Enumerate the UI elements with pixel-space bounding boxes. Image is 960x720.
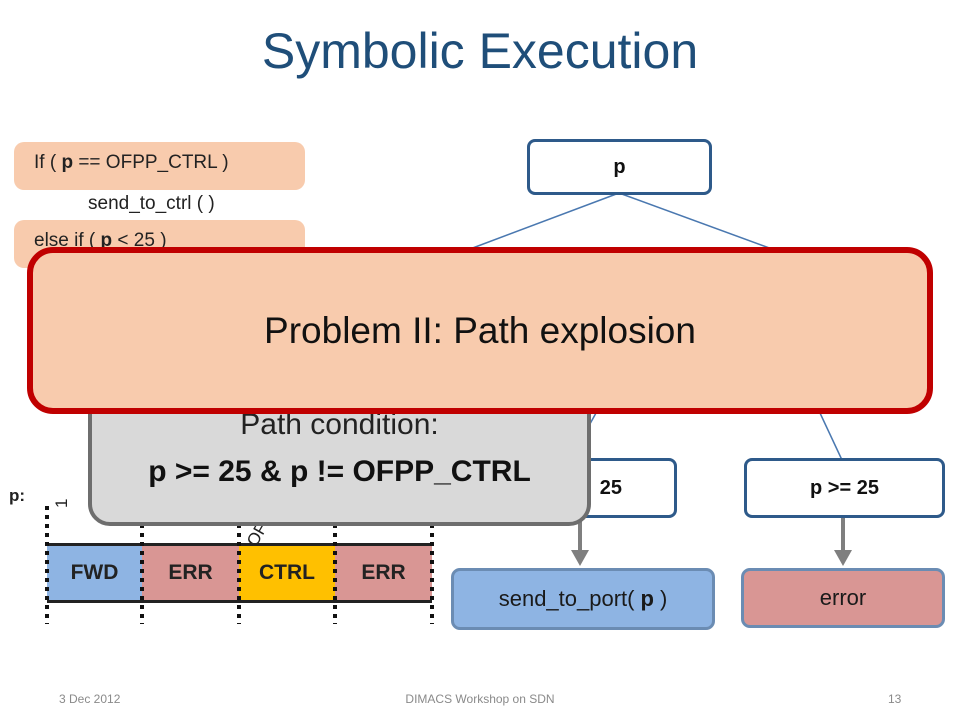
banner-text: Problem II: Path explosion [264,309,696,351]
code-text: < 25 ) [112,230,167,251]
tree-right-node: p >= 25 [744,458,945,518]
leaf-text: send_to_port( [498,586,635,611]
code-line-if: If ( p == OFPP_CTRL ) [14,142,305,190]
leaf-text: ) [659,586,668,611]
port-segment-err-high: ERR [335,543,432,603]
leaf-var: p [640,586,654,611]
tree-mid-label: 25 [599,476,622,499]
port-segment-fwd: FWD [47,543,142,603]
leaf-error-label: error [819,585,867,610]
port-segment-ctrl: CTRL [239,543,335,603]
leaf-error: error [741,568,945,628]
tree-root-node: p [527,139,712,195]
port-map-label: p: [9,486,26,505]
code-text: If ( [34,152,62,173]
code-text: == OFPP_CTRL ) [73,152,229,173]
footer-page-number: 13 [888,692,902,706]
code-var: p [61,152,74,173]
arrow-head-right [834,550,852,566]
slide-title: Symbolic Execution [261,23,699,79]
arrow-head-left [571,550,589,566]
path-condition-expression: p >= 25 & p != OFPP_CTRL [148,455,531,488]
code-var: p [100,230,113,251]
segment-label: CTRL [259,561,315,584]
tree-root-label: p [613,155,626,178]
footer-venue: DIMACS Workshop on SDN [405,692,555,706]
edge-root-right [618,192,773,250]
edge-to-right-node [819,412,843,461]
footer-date: 3 Dec 2012 [59,692,121,706]
code-line-send-to-ctrl: send_to_ctrl ( ) [88,193,215,214]
segment-label: FWD [70,561,119,584]
tick-label: 1 [52,498,71,508]
segment-label: ERR [168,561,213,584]
port-segment-err-low: ERR [142,543,239,603]
leaf-send-to-port: send_to_port( p ) [451,568,715,630]
tree-right-label: p >= 25 [810,476,879,499]
segment-label: ERR [361,561,406,584]
edge-root-left [469,192,620,250]
path-explosion-banner: Problem II: Path explosion [27,247,933,414]
code-text: else if ( [34,230,101,251]
